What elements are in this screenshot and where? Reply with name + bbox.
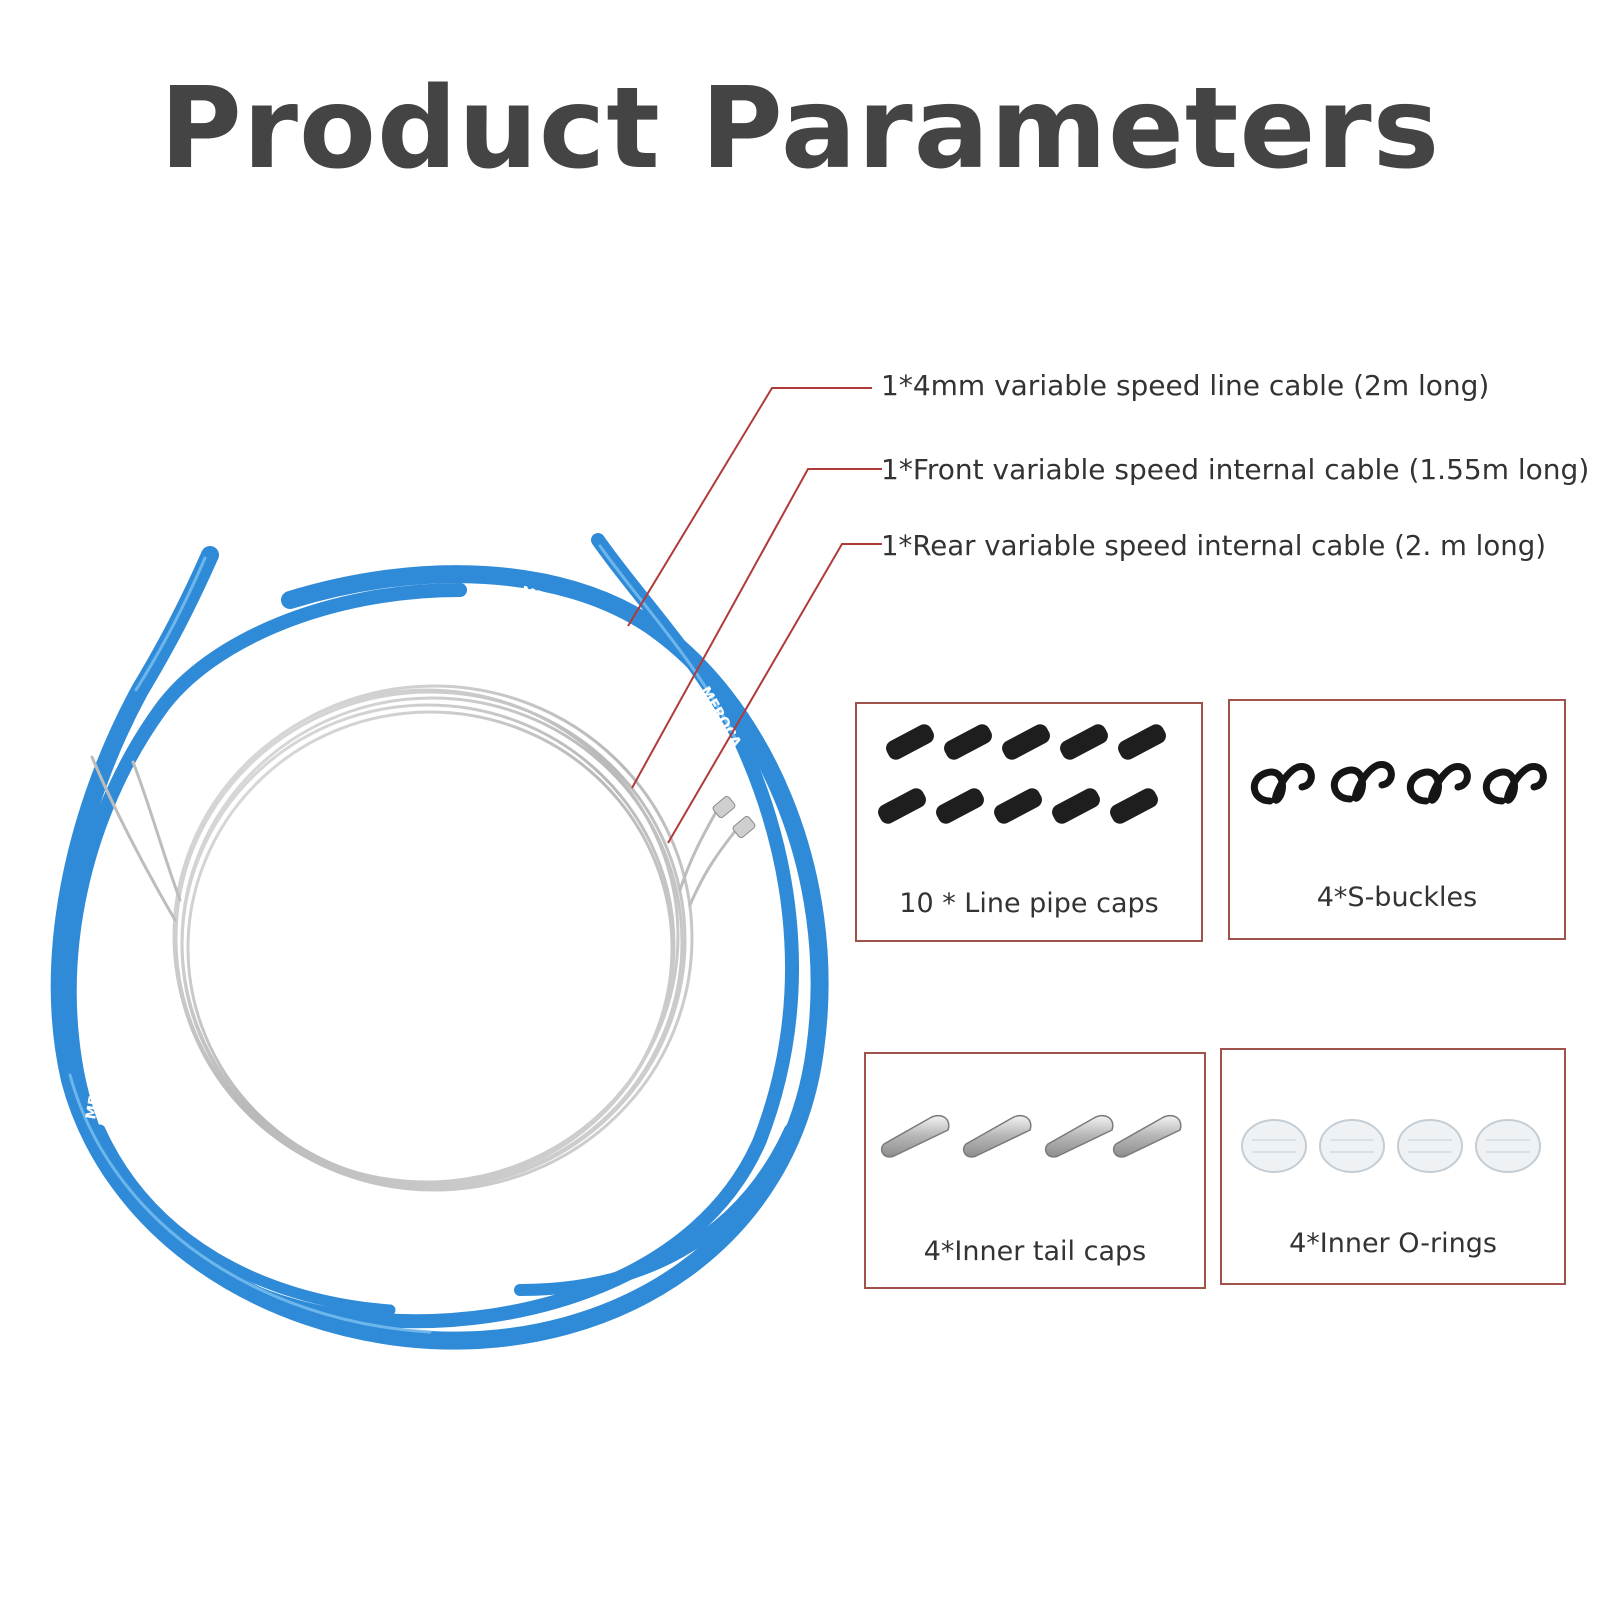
s-buckle-icon [1407, 763, 1471, 805]
callout-rear-inner-cable: 1*Rear variable speed internal cable (2.… [881, 529, 1546, 562]
o-rings-art [1241, 1119, 1541, 1173]
blue-housing-cable [50, 533, 829, 1350]
pipe-cap-icon [878, 724, 1166, 824]
pipe-cap-icon [1060, 724, 1108, 760]
pipe-cap-icon [944, 724, 992, 760]
tail-cap-icon [1112, 1114, 1182, 1158]
s-buckle-icon [1331, 761, 1395, 803]
leader-line-3 [667, 543, 882, 844]
page-title: Product Parameters [159, 64, 1441, 194]
housing-print-3: MEROCA [83, 1051, 110, 1120]
s-buckle-icon [1483, 763, 1547, 805]
item-box-o-rings: 4*Inner O-rings [1220, 1048, 1566, 1285]
barrel-end-1 [712, 795, 736, 819]
pipe-cap-icon [1052, 788, 1100, 824]
leader-line-1 [627, 387, 872, 627]
o-ring-icon [1319, 1119, 1385, 1173]
inner-cable-ends [90, 755, 742, 922]
callout-shift-housing: 1*4mm variable speed line cable (2m long… [881, 369, 1490, 402]
pipe-cap-icon [1118, 724, 1166, 760]
item-label-s-buckles: 4*S-buckles [1316, 882, 1478, 913]
item-label-tail-caps: 4*Inner tail caps [923, 1236, 1147, 1267]
item-label-o-rings: 4*Inner O-rings [1289, 1228, 1497, 1259]
item-box-s-buckles: 4*S-buckles [1228, 699, 1566, 940]
pipe-caps-art [878, 724, 1166, 824]
pipe-cap-icon [936, 788, 984, 824]
tail-cap-icon [962, 1114, 1032, 1158]
tail-cap-icon [880, 1114, 950, 1158]
s-buckle-icon [1251, 763, 1315, 805]
o-ring-icon [1241, 1119, 1307, 1173]
housing-print-marks: MEROCA MEROCA MEROCA MEROCA [83, 584, 744, 1121]
o-ring-icon [1397, 1119, 1463, 1173]
pipe-cap-icon [994, 788, 1042, 824]
pipe-cap-icon [886, 724, 934, 760]
leader-line-2 [631, 468, 882, 789]
s-buckles-art [1251, 761, 1547, 805]
tail-cap-icon [1044, 1114, 1114, 1158]
silver-inner-cable [172, 684, 694, 1192]
callout-front-inner-cable: 1*Front variable speed internal cable (1… [881, 453, 1590, 486]
item-box-pipe-caps: 10 * Line pipe caps [855, 702, 1203, 942]
item-box-tail-caps: 4*Inner tail caps [864, 1052, 1206, 1289]
pipe-cap-icon [1002, 724, 1050, 760]
pipe-cap-icon [878, 788, 926, 824]
item-label-pipe-caps: 10 * Line pipe caps [899, 888, 1159, 919]
o-ring-icon [1475, 1119, 1541, 1173]
pipe-cap-icon [1110, 788, 1158, 824]
blue-housing-highlight [68, 544, 738, 1334]
cable-barrel-ends [712, 795, 756, 839]
leader-lines [627, 387, 882, 844]
tail-caps-art [880, 1114, 1182, 1158]
barrel-end-2 [732, 815, 756, 839]
